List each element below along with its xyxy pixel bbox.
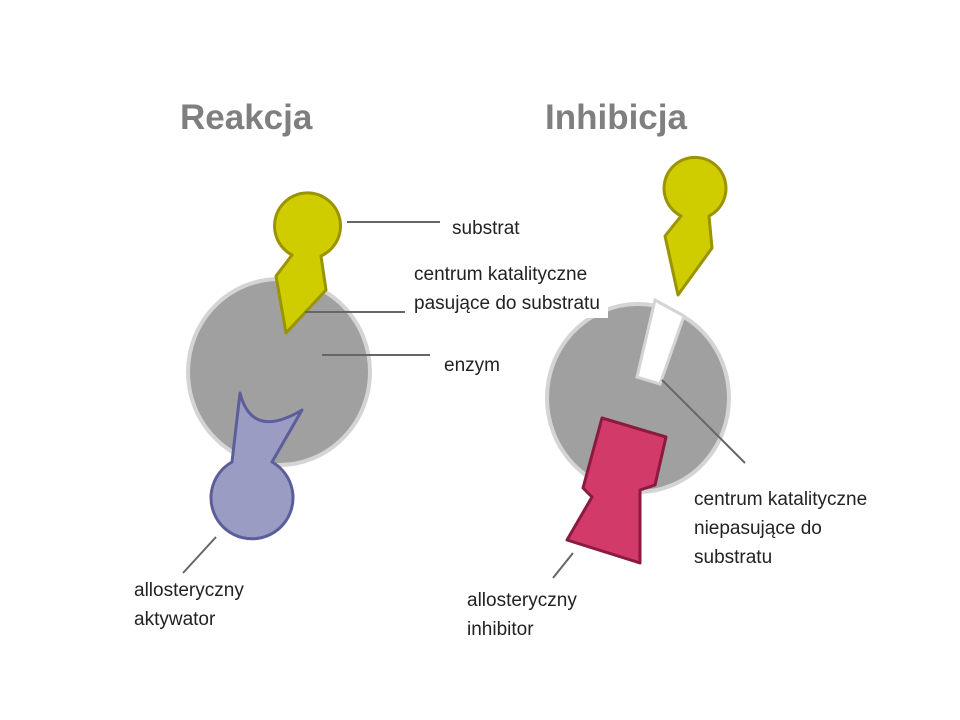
label-line: niepasujące do <box>694 518 822 539</box>
substrate-left <box>273 191 343 335</box>
label-inhibitor: allosteryczny inhibitor <box>467 586 577 644</box>
label-line: centrum katalityczne <box>414 264 588 285</box>
inhibitor-pointer-line <box>552 552 574 579</box>
substrate-right <box>662 155 728 297</box>
inhibitor <box>565 416 668 565</box>
title-inhibition: Inhibicja <box>545 98 687 137</box>
activator <box>209 391 304 541</box>
active-site-nofit-pointer-line <box>661 379 746 464</box>
title-reaction: Reakcja <box>180 98 313 137</box>
label-line: pasujące do substratu <box>414 293 600 314</box>
label-enzyme: enzym <box>444 355 500 376</box>
activator-pointer-line <box>182 536 217 574</box>
label-line: inhibitor <box>467 619 534 640</box>
label-line: substratu <box>694 547 773 568</box>
deformed-active-site <box>635 297 686 386</box>
label-line: allosteryczny <box>467 590 577 611</box>
label-active-site-nofit: centrum katalityczne niepasujące do subs… <box>686 485 876 572</box>
label-activator: allosteryczny aktywator <box>134 576 244 634</box>
label-line: centrum katalityczne <box>694 489 868 510</box>
label-line: aktywator <box>134 609 216 630</box>
label-line: allosteryczny <box>134 580 244 601</box>
label-substrate: substrat <box>452 218 520 239</box>
label-active-site-fit: centrum katalityczne pasujące do substra… <box>414 260 608 318</box>
